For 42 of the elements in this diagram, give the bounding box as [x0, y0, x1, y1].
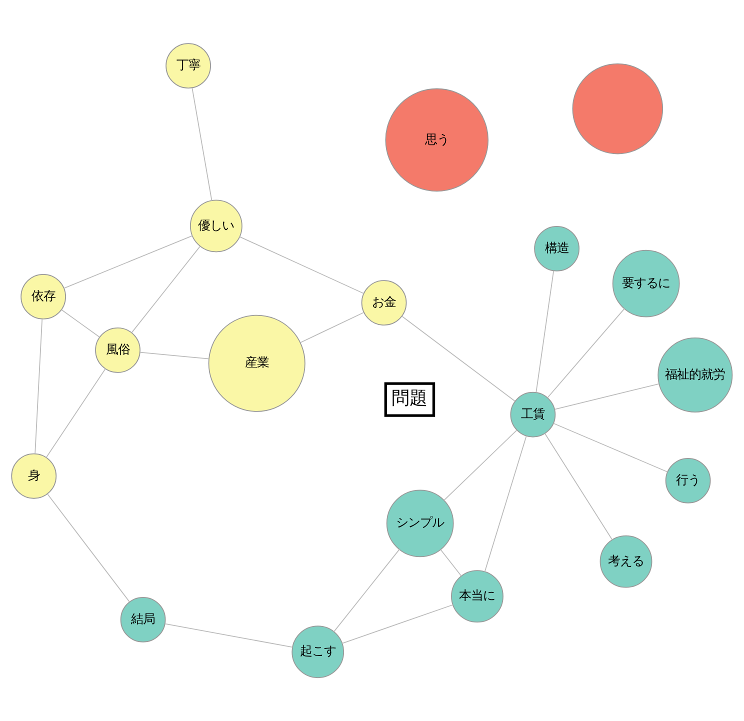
label: 問題 — [392, 388, 428, 410]
connector — [402, 316, 516, 402]
connector — [140, 352, 210, 360]
connector — [553, 422, 668, 472]
connector — [342, 604, 454, 644]
connector — [440, 549, 462, 576]
node-circle: 本当に — [451, 570, 504, 623]
connector — [47, 494, 130, 602]
connector — [300, 312, 364, 343]
node-circle: シンプル — [386, 490, 454, 558]
node-circle: 構造 — [534, 226, 580, 272]
node-circle: 丁寧 — [166, 43, 211, 89]
node-circle: 優しい — [190, 200, 242, 252]
connector — [164, 623, 293, 648]
node-circle: 産業 — [208, 314, 306, 412]
node-circle: 工賃 — [510, 392, 556, 438]
connector — [333, 548, 400, 632]
connector — [239, 236, 364, 294]
node-circle: 依存 — [20, 274, 66, 320]
node-circle: 福祉的就労 — [658, 338, 733, 413]
node-circle: 起こす — [292, 626, 344, 678]
connector — [131, 246, 201, 334]
node-circle: 身 — [11, 453, 57, 499]
connector — [444, 430, 518, 501]
node-circle: 思う — [385, 88, 489, 192]
connector — [547, 308, 625, 398]
connector — [64, 235, 193, 289]
connector — [61, 309, 100, 338]
node-circle: 行う — [665, 458, 711, 504]
connector — [192, 88, 212, 202]
node-circle: 要するに — [612, 250, 680, 318]
node-circle: 結局 — [120, 597, 166, 642]
node-circle: 考える — [600, 535, 652, 588]
connector — [544, 433, 613, 540]
connector — [484, 435, 527, 572]
connector — [34, 318, 43, 454]
node-circle: 風俗 — [95, 327, 140, 373]
connector — [554, 383, 660, 410]
connector — [536, 270, 554, 393]
node-circle — [572, 63, 664, 154]
node-circle: お金 — [361, 280, 407, 326]
connector — [46, 368, 106, 458]
